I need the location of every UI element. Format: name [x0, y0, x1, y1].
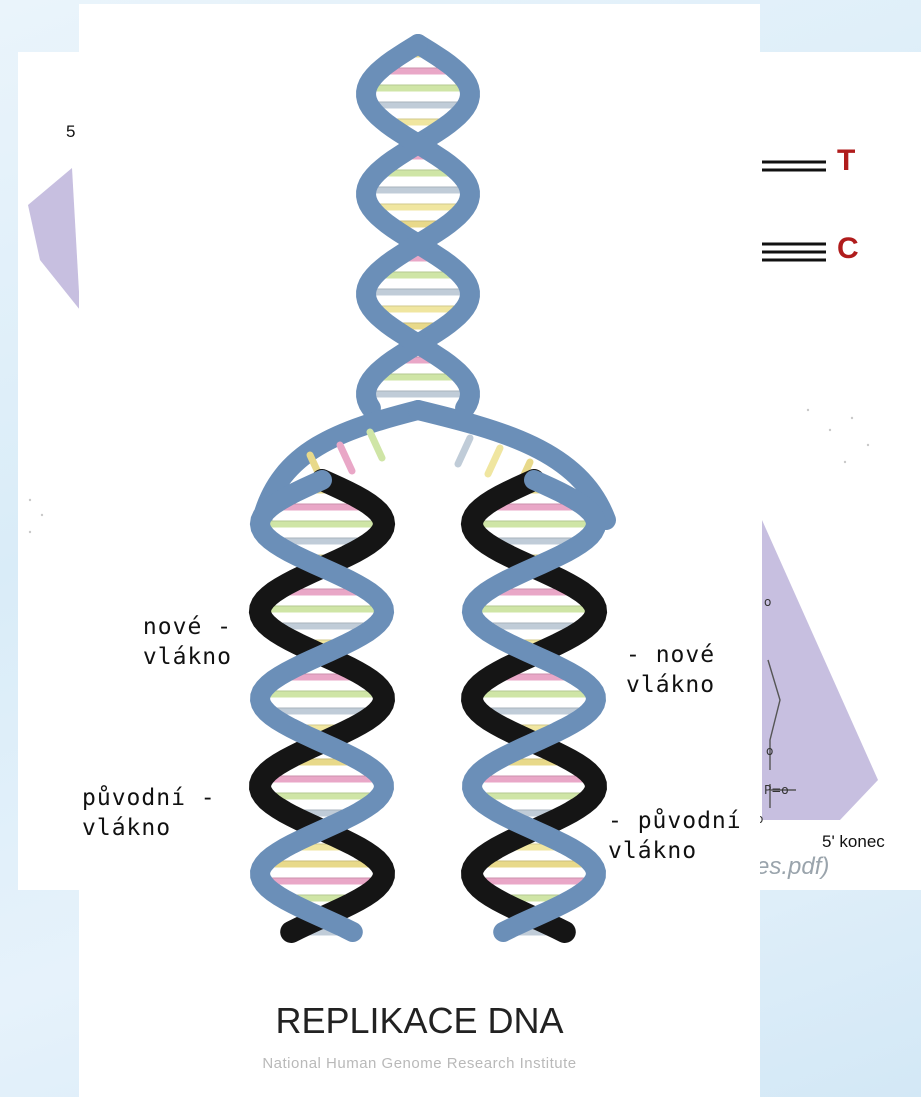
fork-loose-base: [488, 448, 500, 474]
figure-credit: National Human Genome Research Institute: [79, 1055, 760, 1072]
original-strand-label-right: - původní vlákno: [608, 806, 742, 866]
figure-caption: REPLIKACE DNA: [79, 1000, 760, 1042]
original-strand-label-left: původní - vlákno: [82, 783, 216, 843]
fork-loose-base: [458, 438, 470, 464]
fork-loose-base: [340, 445, 352, 471]
new-strand-label-left: nové - vlákno: [124, 612, 232, 672]
new-strand-label-right: - nové vlákno: [626, 640, 715, 700]
fork-loose-base: [370, 432, 382, 458]
